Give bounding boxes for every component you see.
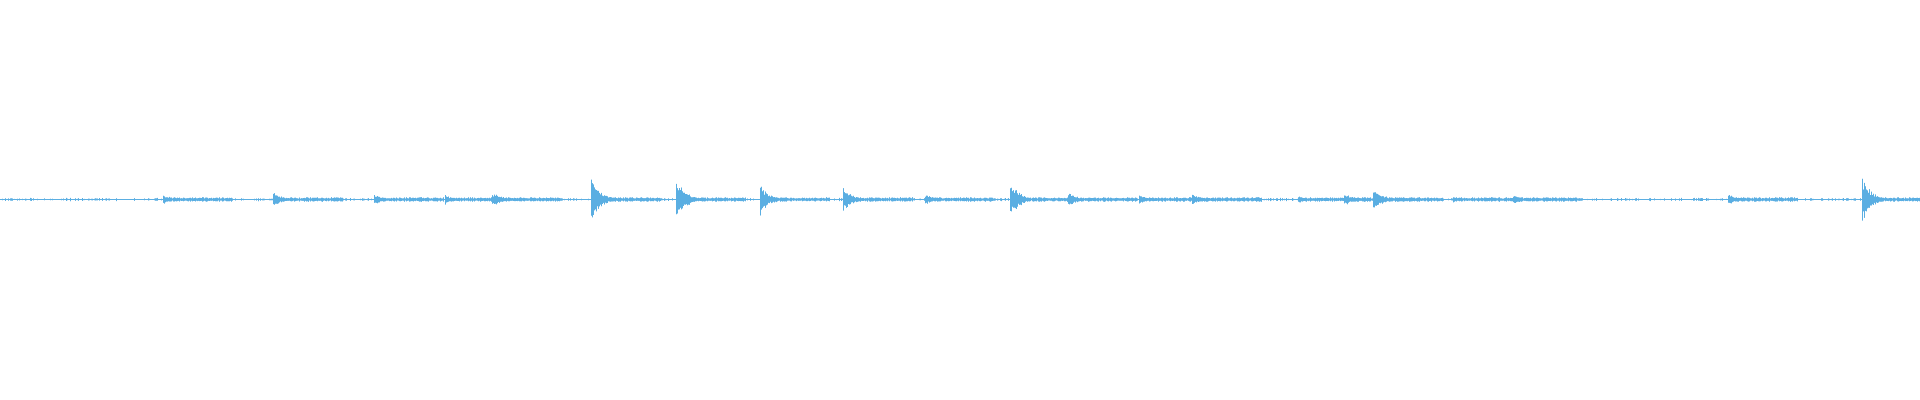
- waveform-bars: [2, 178, 1920, 221]
